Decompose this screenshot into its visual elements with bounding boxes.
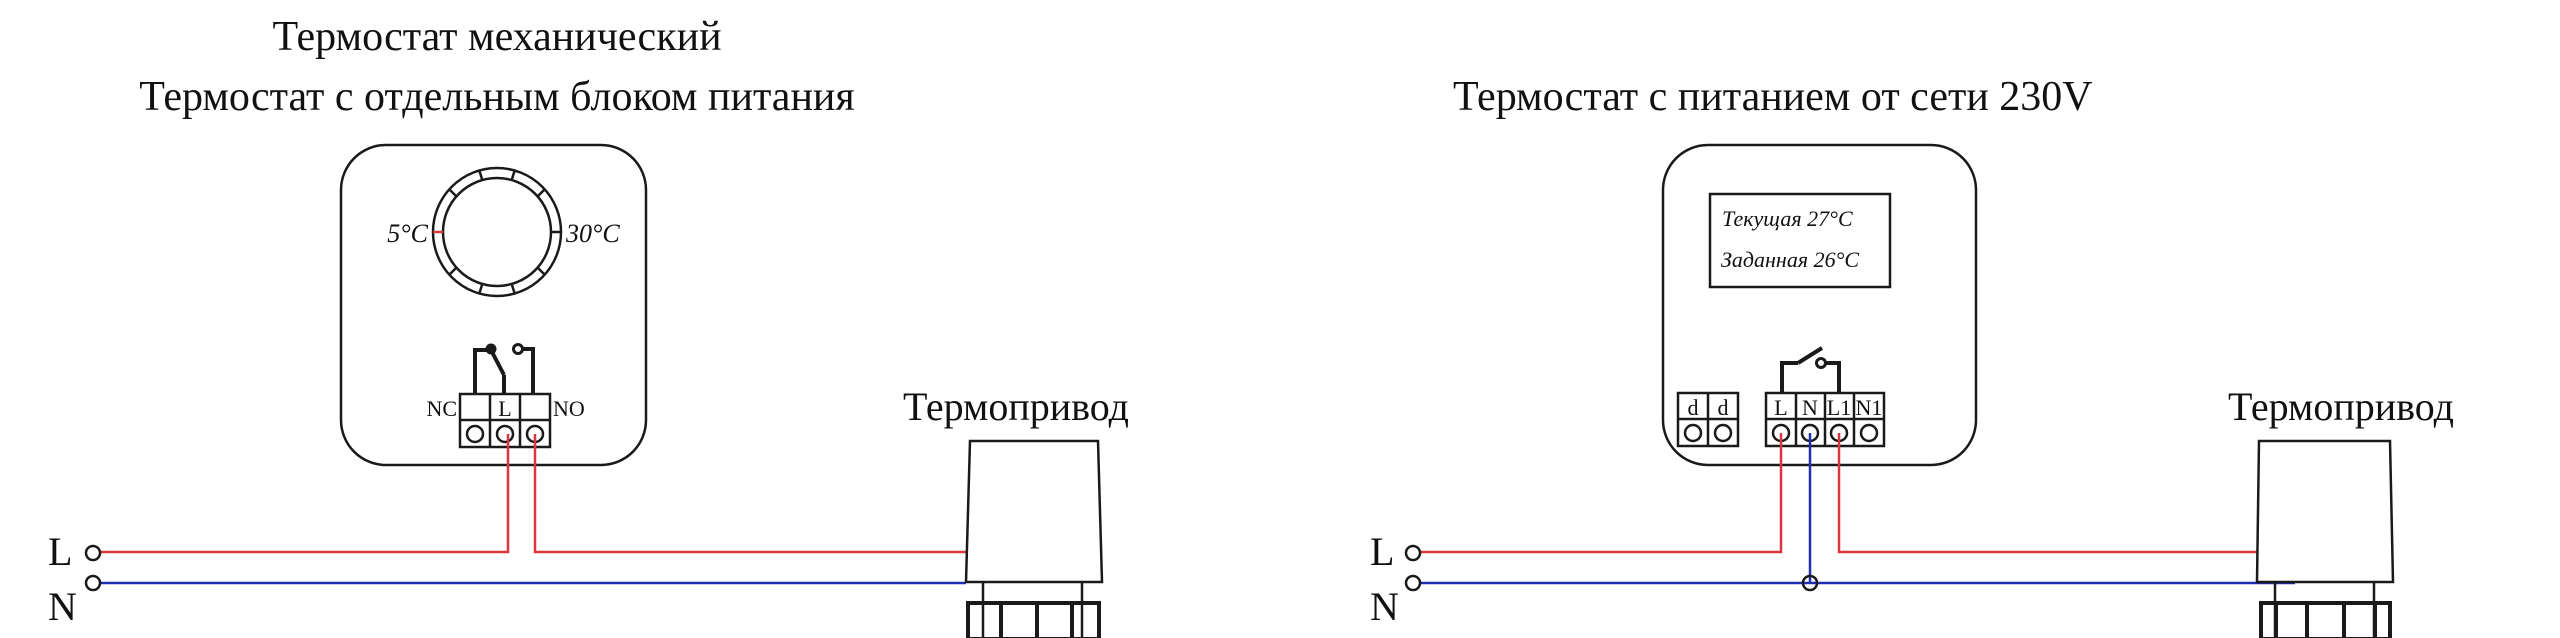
neutral-terminal-icon — [1404, 574, 1422, 592]
mechanical-thermostat-body — [339, 143, 648, 467]
sensor-terminal-block — [1676, 391, 1740, 448]
terminal-l: L — [1774, 395, 1787, 420]
live-terminal-icon — [84, 544, 102, 562]
left-panel: Термостат механический Термостат с отдел… — [48, 14, 1129, 638]
left-actuator-label: Термопривод — [903, 384, 1129, 429]
right-actuator-icon — [2255, 439, 2395, 638]
temperature-dial — [431, 166, 563, 298]
switch-contact-icon — [1780, 346, 1841, 393]
neutral-label: N — [1370, 584, 1399, 629]
terminal-n: N — [1802, 395, 1818, 420]
neutral-junction-icon — [1801, 574, 1819, 592]
terminal-l1: L1 — [1827, 395, 1851, 420]
terminal-n1: N1 — [1856, 395, 1883, 420]
terminal-no-label: NO — [553, 396, 585, 421]
right-title: Термостат с питанием от сети 230V — [1453, 74, 2093, 120]
live-terminal-icon — [1404, 544, 1422, 562]
display-current-temp: Текущая 27°C — [1722, 206, 1853, 231]
live-wire-out — [533, 434, 966, 554]
thermostat-display — [1708, 192, 1892, 289]
left-actuator-icon — [964, 439, 1104, 638]
relay-contact-icon — [473, 343, 535, 395]
power-terminal-block — [1764, 391, 1886, 448]
left-title-line1: Термостат механический — [272, 14, 721, 60]
right-panel: Термостат с питанием от сети 230V Текуща… — [1370, 74, 2454, 638]
terminal-block — [458, 392, 552, 449]
live-wire-out — [1837, 433, 2295, 554]
sensor-terminal-d1: d — [1688, 395, 1699, 420]
live-label: L — [1370, 529, 1394, 574]
live-wire-in — [1420, 433, 1783, 554]
dial-min-label: 5°C — [387, 219, 428, 248]
terminal-l-label: L — [498, 396, 511, 421]
electronic-thermostat-body — [1661, 143, 1978, 467]
live-label: L — [48, 529, 72, 574]
neutral-label: N — [48, 584, 77, 629]
sensor-terminal-d2: d — [1718, 395, 1729, 420]
left-title-line2: Термостат с отдельным блоком питания — [139, 74, 854, 120]
live-wire-in — [100, 434, 510, 554]
display-set-temp: Заданная 26°C — [1721, 247, 1859, 272]
neutral-terminal-icon — [84, 574, 102, 592]
right-actuator-label: Термопривод — [2228, 384, 2454, 429]
dial-max-label: 30°C — [565, 219, 620, 248]
terminal-nc-label: NC — [426, 396, 457, 421]
